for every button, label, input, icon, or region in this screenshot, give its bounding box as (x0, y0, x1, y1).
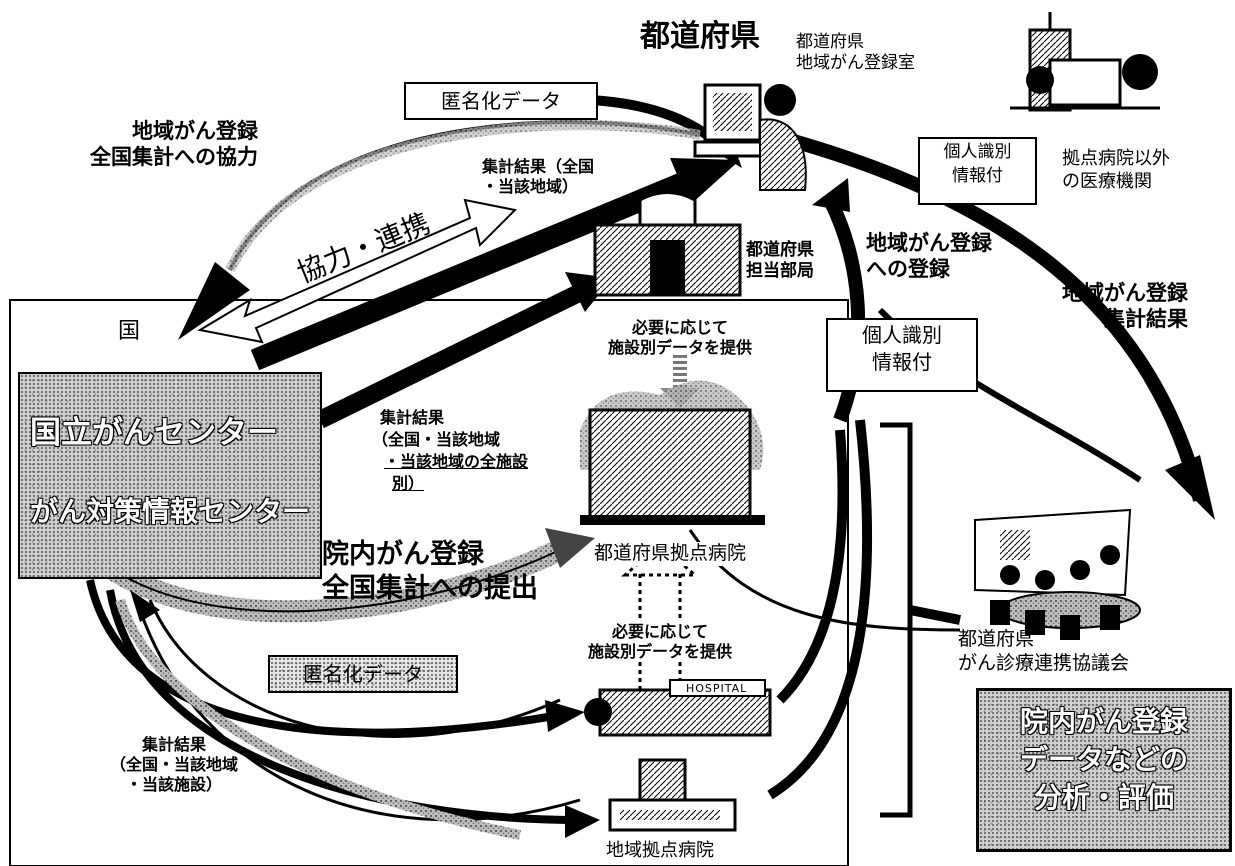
council-bracket (880, 422, 913, 818)
provide-data-lower-label: 必要に応じて 施設別データを提供 (588, 622, 733, 662)
personal-id-mid-label: 個人識別 情報付 (862, 323, 942, 374)
ncc-line2: がん対策情報センター (30, 495, 311, 528)
personal-id-top-box: 個人識別 情報付 (918, 137, 1037, 205)
prefectural-base-hospital-label: 都道府県拠点病院 (594, 542, 747, 566)
anon-data-top-label: 匿名化データ (441, 89, 561, 113)
results-facility-label: 集計結果 （全国・当該地域 ・当該施設） (110, 735, 239, 794)
personal-id-mid-box: 個人識別 情報付 (826, 318, 978, 392)
regional-coop-label: 地域がん登録 全国集計への協力 (90, 119, 258, 170)
ncc-to-dept-arrow (316, 281, 589, 429)
prefecture-office-label: 都道府県 地域がん登録室 (796, 32, 915, 74)
results-all-facilities-l4: 別） (392, 474, 425, 493)
hospital-up-curve-2 (767, 419, 873, 800)
cooperation-double-arrow (197, 198, 518, 344)
hospital-sign: HOSPITAL (686, 682, 748, 695)
regional-registration-label: 地域がん登録 への登録 (866, 231, 992, 282)
ncc-box: 国立がんセンター がん対策情報センター (18, 372, 322, 579)
results-all-facilities-l1: 集計結果 (380, 408, 445, 427)
hospital-illustration (584, 679, 772, 737)
prefecture-title: 都道府県 (640, 19, 760, 54)
prefecture-dept-label: 都道府県 担当部局 (746, 240, 814, 282)
personal-id-top-label: 個人識別 情報付 (943, 142, 1012, 186)
country-label: 国 (118, 319, 141, 344)
results-national-regional-label: 集計結果（全国 ・当該地域） (482, 157, 595, 196)
prefecture-results-arrow (788, 133, 1207, 502)
hospital-up-curve-1 (776, 429, 848, 704)
non-base-hospital-illustration (1010, 12, 1160, 112)
regional-base-hospital-illustration (608, 758, 737, 832)
analysis-box: 院内がん登録 データなどの 分析・評価 (976, 688, 1232, 852)
analysis-label: 院内がん登録 データなどの 分析・評価 (1019, 705, 1188, 814)
results-all-facilities-l3: ・当該地域の全施設 (384, 452, 529, 471)
council-illustration (974, 508, 1141, 640)
results-all-facilities-l2: （全国・当該地域 (372, 430, 501, 449)
provide-data-upper-label: 必要に応じて 施設別データを提供 (608, 318, 753, 357)
regional-results-label: 地域がん登録 集計結果 (1062, 281, 1188, 332)
loop-3 (148, 599, 561, 738)
anon-data-bottom-label: 匿名化データ (303, 662, 423, 686)
ncc-to-prefecture-arrow (250, 169, 695, 371)
loop-5 (115, 598, 522, 840)
country-frame (9, 299, 849, 866)
anon-data-bottom-box: 匿名化データ (268, 655, 458, 693)
ncc-line1: 国立がんセンター (30, 415, 278, 451)
non-base-hospitals-label: 拠点病院以外 の医療機関 (1062, 148, 1170, 192)
regional-base-hospital-label: 地域拠点病院 (606, 840, 714, 861)
council-label: 都道府県 がん診療連携協議会 (958, 628, 1130, 674)
prefecture-dept-illustration (593, 191, 742, 297)
hospital-registry-submit-label: 院内がん登録 全国集計への提出 (322, 539, 538, 604)
prefecture-office-illustration (693, 83, 807, 191)
prefectural-base-hospital-illustration (580, 380, 765, 525)
loop-1 (86, 579, 561, 737)
anon-data-top-box: 匿名化データ (404, 82, 598, 120)
